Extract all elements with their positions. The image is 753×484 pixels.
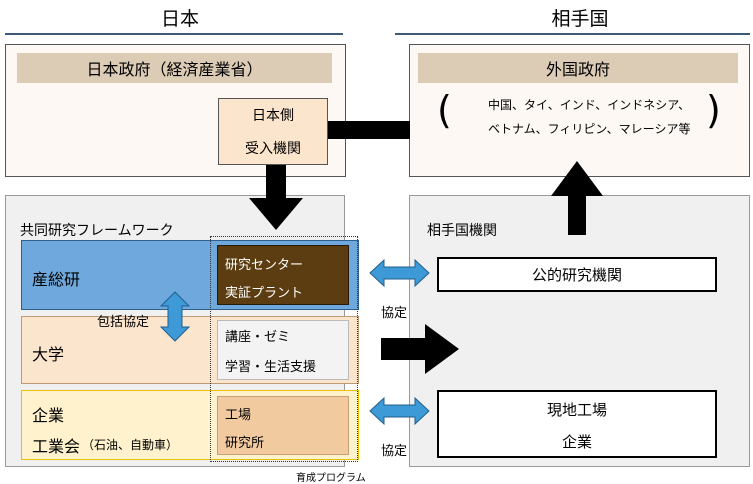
comprehensive-agreement-arrow-icon (159, 291, 191, 342)
university-label: 大学 (32, 345, 65, 364)
training-program-label: 育成プログラム (296, 473, 366, 484)
countries-line1: 中国、タイ、インド、インドネシア、 (488, 98, 691, 112)
aist-sub-box (217, 245, 349, 305)
company-label: 企業 (32, 406, 65, 425)
foreign-government-title: 外国政府 (418, 53, 738, 83)
public-research-box: 公的研究機関 (437, 257, 717, 292)
gov-connector-bar (328, 121, 410, 139)
comp-sub2: 研究所 (225, 436, 265, 451)
header-underline-partner (395, 33, 750, 35)
univ-sub-box (217, 320, 349, 380)
countries-line2: ベトナム、フィリピン、マレーシア等 (488, 122, 691, 136)
training-program-frame (210, 236, 358, 462)
local-factory-box (437, 390, 717, 458)
header-partner: 相手国 (551, 8, 609, 30)
aist-sub2: 実証プラント (225, 286, 304, 301)
comprehensive-agreement-label: 包括協定 (97, 315, 150, 330)
header-japan: 日本 (160, 8, 199, 30)
univ-sub2: 学習・生活支援 (225, 360, 317, 375)
down-arrow-icon (249, 165, 303, 230)
jp-government-title: 日本政府（経済産業省） (17, 53, 332, 83)
header-underline-japan (5, 33, 343, 35)
up-arrow-icon (551, 161, 603, 235)
partner-org-title: 相手国機関 (427, 223, 497, 239)
aist-sub1: 研究センター (225, 258, 304, 273)
industry-note: （石油、自動車） (82, 438, 179, 452)
industry-assoc-label: 工業会 (32, 437, 81, 456)
right-arrow-icon (381, 324, 459, 374)
paren-close: ) (706, 88, 721, 132)
agreement-arrow-bottom-icon (369, 396, 430, 426)
receiver-line2: 受入機関 (245, 141, 301, 157)
local-factory-label: 現地工場 (546, 400, 607, 419)
framework-title: 共同研究フレームワーク (20, 223, 174, 239)
comp-sub1: 工場 (225, 408, 252, 423)
aist-label: 産総研 (32, 270, 81, 289)
agreement-label-top: 協定 (381, 306, 408, 321)
agreement-label-bottom: 協定 (381, 444, 408, 459)
agreement-arrow-top-icon (369, 258, 430, 288)
paren-open: ( (437, 88, 452, 132)
univ-sub1: 講座・ゼミ (225, 330, 291, 345)
enterprise-label: 企業 (561, 432, 592, 451)
receiver-box (218, 98, 328, 165)
receiver-line1: 日本側 (252, 108, 294, 124)
comp-sub-box (217, 396, 349, 455)
